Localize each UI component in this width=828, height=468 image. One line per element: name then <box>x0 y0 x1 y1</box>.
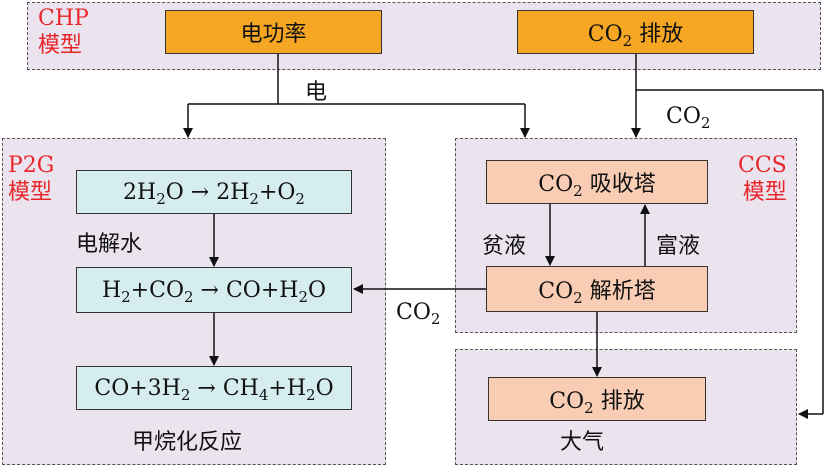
p2g-label-line2: 模型 <box>8 180 53 205</box>
atmosphere-co2-text: CO2 排放 <box>549 389 645 417</box>
methanation-equation-text: CO+3H2 → CH4+H2O <box>94 375 334 404</box>
rich-solution-label: 富液 <box>656 234 701 259</box>
co2-stripper-box: CO2 解析塔 <box>486 266 708 312</box>
ccs-label-line2: 模型 <box>742 180 787 205</box>
atmosphere-co2-emission-box: CO2 排放 <box>488 377 706 421</box>
methanation-label: 甲烷化反应 <box>132 430 243 455</box>
electrolysis-equation-text: 2H2O → 2H2+O2 <box>123 179 305 208</box>
chp-power-text: 电功率 <box>240 22 307 47</box>
co2-flow-label-right: CO2 <box>666 104 711 132</box>
electrolysis-label: 电解水 <box>76 232 143 257</box>
p2g-label-line1: P2G <box>8 153 55 178</box>
methanation-equation-box: CO+3H2 → CH4+H2O <box>76 366 352 410</box>
chp-power-box: 电功率 <box>165 10 382 54</box>
ccs-model-label: CCS 模型 <box>738 152 787 206</box>
electricity-flow-label: 电 <box>305 80 328 105</box>
p2g-model-label: P2G 模型 <box>8 152 54 206</box>
atmosphere-label: 大气 <box>560 430 605 455</box>
co2-absorber-box: CO2 吸收塔 <box>486 160 708 204</box>
chp-co2-emission-box: CO2 排放 <box>517 10 754 54</box>
chp-co2-text: CO2 排放 <box>587 22 684 50</box>
lean-solution-label: 贫液 <box>482 234 527 259</box>
co2-flow-label-mid: CO2 <box>396 300 441 328</box>
rwgs-equation-text: H2+CO2 → CO+H2O <box>101 277 327 306</box>
rwgs-equation-box: H2+CO2 → CO+H2O <box>76 267 352 313</box>
chp-model-label: CHP 模型 <box>38 5 89 59</box>
chp-label-line1: CHP <box>38 6 89 31</box>
chp-label-line2: 模型 <box>38 33 83 58</box>
co2-absorber-text: CO2 吸收塔 <box>538 172 656 200</box>
electrolysis-equation-box: 2H2O → 2H2+O2 <box>76 170 352 214</box>
ccs-label-line1: CCS <box>738 153 787 178</box>
co2-stripper-text: CO2 解析塔 <box>538 279 656 307</box>
